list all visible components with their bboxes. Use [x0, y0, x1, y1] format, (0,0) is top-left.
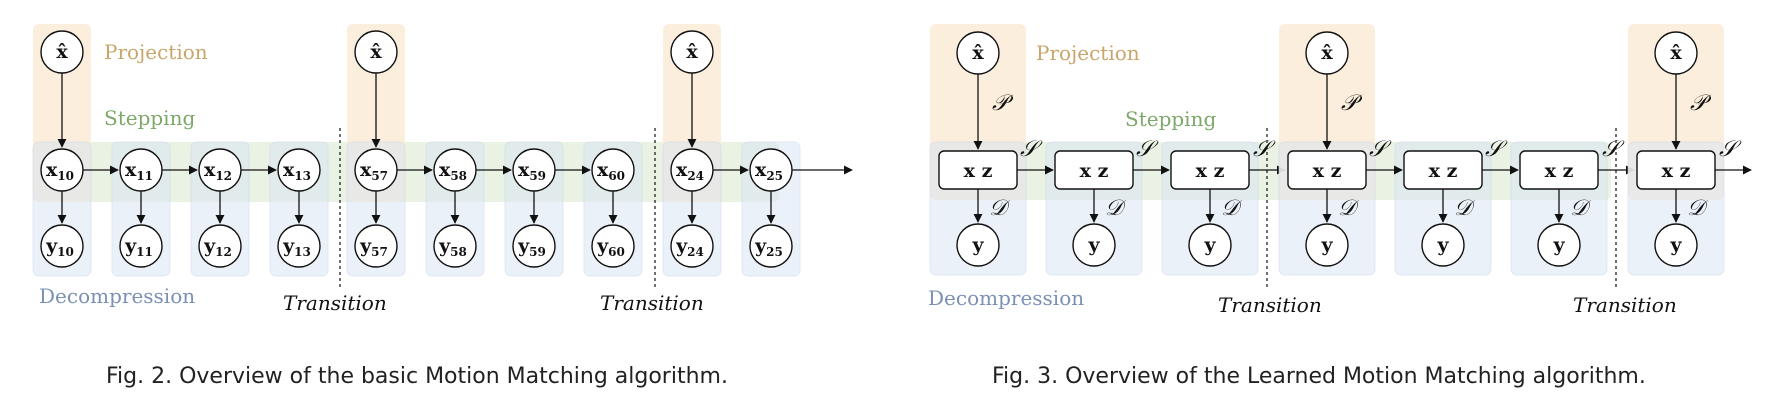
figure-3-caption: Fig. 3. Overview of the Learned Motion M…	[992, 364, 1646, 389]
decompression-label: Decompression	[39, 284, 195, 308]
projected-feature-label: x̂	[972, 42, 984, 64]
projected-feature-label: x̂	[370, 41, 382, 63]
latent-state-label: x z	[1429, 160, 1458, 182]
stepper-symbol: 𝒮	[1719, 137, 1742, 162]
pose-node	[1072, 223, 1116, 267]
pose-label: y	[1552, 234, 1565, 256]
pose-label: y	[971, 234, 984, 256]
pose-label: y10	[45, 235, 74, 259]
stepper-symbol: 𝒮	[1602, 137, 1625, 162]
pose-node	[119, 224, 163, 268]
transition-label: Transition	[1218, 293, 1322, 317]
feature-label: x58	[439, 159, 467, 183]
pose-label: y59	[517, 235, 546, 259]
stepping-label: Stepping	[1125, 107, 1216, 131]
decompressor-symbol: 𝒟	[1338, 196, 1360, 221]
feature-label: x60	[597, 159, 625, 183]
projected-feature-label: x̂	[56, 41, 68, 63]
figure-2-basic-motion-matching: x̂ x10 y10 x11 y11 x12 y12 x13 y13 x̂ x57 y57 x58 y58…	[32, 24, 853, 315]
feature-label: x57	[360, 159, 388, 183]
projection-label: Projection	[104, 40, 208, 64]
pose-label: y12	[203, 235, 232, 259]
projected-feature-label: x̂	[1670, 42, 1682, 64]
latent-state-label: x z	[964, 160, 993, 182]
pose-label: y24	[675, 235, 704, 259]
pose-label: y11	[124, 235, 153, 259]
pose-node	[40, 224, 84, 268]
pose-node	[956, 223, 1000, 267]
pose-label: y60	[596, 235, 625, 259]
pose-node	[198, 224, 242, 268]
pose-node	[354, 224, 398, 268]
feature-label: x25	[755, 159, 783, 183]
decompressor-symbol: 𝒟	[1454, 196, 1476, 221]
pose-node	[1654, 223, 1698, 267]
transition-label: Transition	[1573, 293, 1677, 317]
feature-label: x12	[204, 159, 232, 183]
transition-label: Transition	[600, 291, 704, 315]
feature-label: x59	[518, 159, 546, 183]
feature-label: x24	[676, 159, 704, 183]
decompressor-symbol: 𝒟	[1221, 196, 1243, 221]
pose-label: y	[1320, 234, 1333, 256]
pose-label: y	[1203, 234, 1216, 256]
pose-node	[670, 224, 714, 268]
pose-label: y57	[359, 235, 388, 259]
pose-node	[1188, 223, 1232, 267]
projected-feature-label: x̂	[686, 41, 698, 63]
pose-label: y	[1087, 234, 1100, 256]
pose-node	[277, 224, 321, 268]
pose-node	[749, 224, 793, 268]
pose-node	[1537, 223, 1581, 267]
pose-label: y	[1436, 234, 1449, 256]
feature-label: x11	[125, 159, 153, 183]
decompressor-symbol: 𝒟	[989, 196, 1011, 221]
decompressor-symbol: 𝒟	[1687, 196, 1709, 221]
projection-label: Projection	[1036, 41, 1140, 65]
projected-feature-label: x̂	[1321, 42, 1333, 64]
pose-label: y13	[282, 235, 311, 259]
latent-state-label: x z	[1545, 160, 1574, 182]
stepping-label: Stepping	[104, 106, 195, 130]
pose-node	[1305, 223, 1349, 267]
decompressor-symbol: 𝒟	[1570, 196, 1592, 221]
pose-node	[433, 224, 477, 268]
feature-label: x13	[283, 159, 311, 183]
feature-label: x10	[46, 159, 74, 183]
latent-state-label: x z	[1196, 160, 1225, 182]
pose-label: y	[1669, 234, 1682, 256]
latent-state-label: x z	[1080, 160, 1109, 182]
decompression-label: Decompression	[928, 286, 1084, 310]
transition-label: Transition	[283, 291, 387, 315]
latent-state-label: x z	[1313, 160, 1342, 182]
pose-label: y58	[438, 235, 467, 259]
pose-node	[512, 224, 556, 268]
decompressor-symbol: 𝒟	[1105, 196, 1127, 221]
figure-2-caption: Fig. 2. Overview of the basic Motion Mat…	[106, 364, 728, 389]
pose-node	[1421, 223, 1465, 267]
pose-node	[591, 224, 635, 268]
latent-state-label: x z	[1662, 160, 1691, 182]
pose-label: y25	[754, 235, 783, 259]
